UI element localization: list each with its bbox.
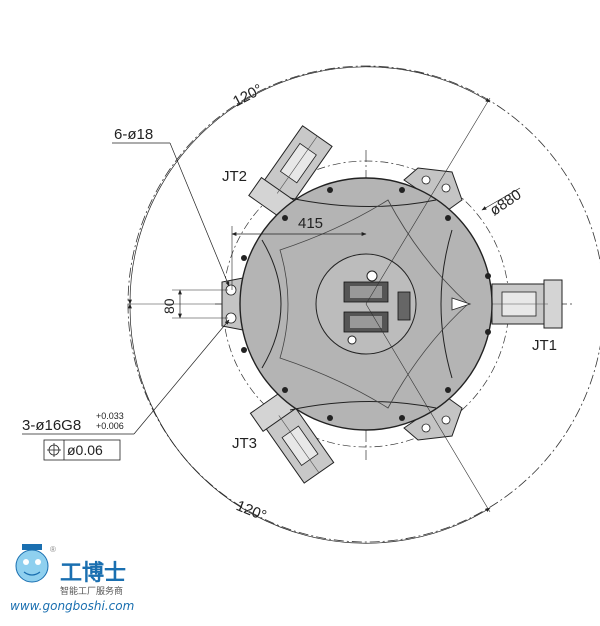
tolerance-lower: +0.006 [96, 421, 124, 431]
outer-diameter-label: ø880 [487, 186, 525, 219]
watermark-url: www.gongboshi.com [10, 599, 134, 613]
hole-spacing-label: 80 [161, 298, 177, 314]
port-bottom [347, 335, 357, 345]
feature-control-frame [43, 439, 121, 461]
angle-arc-bottom [127, 303, 491, 544]
tolerance-upper: +0.033 [96, 411, 124, 421]
port-top [366, 270, 378, 282]
joint-label-jt3: JT3 [232, 435, 257, 452]
connector-side [397, 291, 411, 321]
angle-arc-top [128, 66, 491, 305]
watermark-title: 工博士 [60, 560, 126, 586]
watermark-reg: ® [50, 545, 56, 554]
angle-label-bottom: 120° [234, 497, 269, 524]
connector-panel-lower [343, 311, 389, 333]
dim-880-leader [481, 187, 521, 211]
leader-16g8 [133, 319, 230, 435]
leader-6-18 [169, 142, 230, 287]
angle-label-top: 120° [230, 81, 265, 111]
jt1-arm [491, 279, 563, 329]
holes-large-label: 3-ø16G8 [22, 417, 81, 434]
connector-panel-upper [343, 281, 389, 303]
radius-offset-label: 415 [298, 215, 323, 232]
watermark-subtitle: 智能工厂服务商 [60, 585, 123, 597]
joint-label-jt2: JT2 [222, 168, 247, 185]
joint-label-jt1: JT1 [532, 337, 557, 354]
position-tolerance: ø0.06 [67, 442, 103, 458]
holes-small-label: 6-ø18 [114, 126, 153, 143]
watermark-logo [15, 544, 49, 583]
